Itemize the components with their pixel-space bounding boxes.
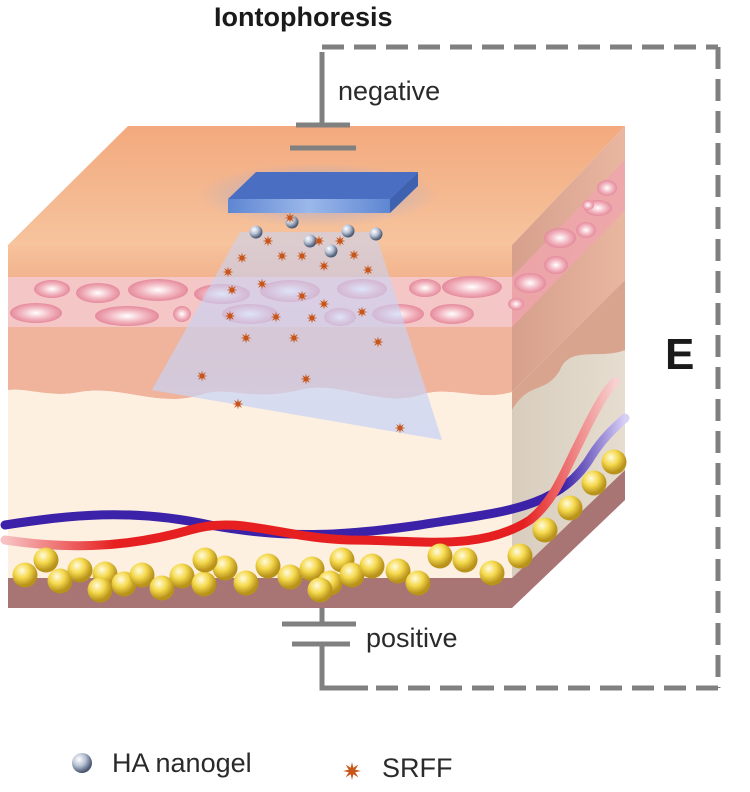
field-label: E [665, 330, 695, 379]
srff-particle [232, 398, 244, 410]
diagram-title: Iontophoresis [214, 2, 393, 32]
delivery-region [152, 163, 442, 440]
negative-electrode-label: negative [338, 76, 441, 106]
srff-particle [348, 249, 360, 261]
fat-globule [67, 557, 93, 583]
ha-nanogel-particle [249, 225, 263, 239]
circuit [282, 44, 721, 691]
nanogel-sphere-icon [72, 753, 92, 773]
srff-particle [276, 250, 288, 262]
srff-particle [306, 312, 318, 324]
fat-globule [149, 575, 175, 601]
srff-particle [240, 332, 252, 344]
legend-label-srff: SRFF [382, 753, 453, 783]
srff-particle [356, 306, 368, 318]
fat-globule [427, 543, 453, 569]
fat-globule [339, 562, 365, 588]
fat-globule [33, 547, 59, 573]
skin-side-wave [512, 280, 625, 410]
ha-nanogel-particle [303, 234, 317, 248]
srff-particle [372, 336, 384, 348]
srff-particle [256, 278, 268, 290]
srff-particle [226, 284, 238, 296]
srff-particle [196, 370, 208, 382]
subcutis-base [8, 578, 512, 608]
legend-label-nanogel: HA nanogel [112, 748, 252, 778]
srff-particle [394, 422, 406, 434]
fat-globule [385, 558, 411, 584]
fat-globule [277, 564, 303, 590]
ha-nanogel-particle [341, 224, 355, 238]
fat-globule [87, 577, 113, 603]
fat-globule [12, 562, 38, 588]
srff-particle [296, 250, 308, 262]
ha-nanogel-particle [369, 227, 383, 241]
positive-electrode-label: positive [366, 623, 458, 653]
electrode-patch [228, 172, 418, 199]
fat-globule [601, 449, 627, 475]
srff-particle [236, 252, 248, 264]
srff-particle [334, 235, 346, 247]
srff-particle [284, 212, 296, 224]
penetration-beam [152, 232, 442, 440]
srff-particle [270, 311, 282, 323]
srff-particle [362, 264, 374, 276]
srff-particles [196, 212, 406, 434]
legend [72, 753, 361, 780]
vein [0, 413, 630, 539]
fat-globule [581, 470, 607, 496]
srff-particle [262, 235, 274, 247]
fat-globule [307, 577, 333, 603]
fat-globule [479, 560, 505, 586]
fat-globule [532, 517, 558, 543]
fat-globule [359, 553, 385, 579]
artery [0, 377, 620, 551]
bottom-wire [319, 644, 368, 691]
fat-globule [452, 547, 478, 573]
fat-globule [192, 547, 218, 573]
fat-globule [255, 553, 281, 579]
srff-particle [296, 290, 308, 302]
fat-globule [129, 562, 155, 588]
skin-side-base [512, 470, 625, 608]
srff-particle [300, 373, 312, 385]
fat-globule [169, 563, 195, 589]
srff-star-icon [343, 762, 361, 780]
fat-globule [299, 556, 325, 582]
srff-particle [313, 235, 325, 247]
srff-particle [288, 332, 300, 344]
fat-globules [12, 449, 627, 603]
srff-particle [222, 266, 234, 278]
srff-particle [318, 298, 330, 310]
fat-globule [47, 568, 73, 594]
fat-globule [212, 555, 238, 581]
srff-particle [224, 310, 236, 322]
blood-vessels [0, 377, 630, 551]
ha-nanogel-particle [324, 244, 338, 258]
srff-particle [318, 260, 330, 272]
fat-globule [405, 570, 431, 596]
fat-globule [557, 495, 583, 521]
fat-globule [507, 543, 533, 569]
fat-globule [191, 571, 217, 597]
fat-globule [233, 570, 259, 596]
